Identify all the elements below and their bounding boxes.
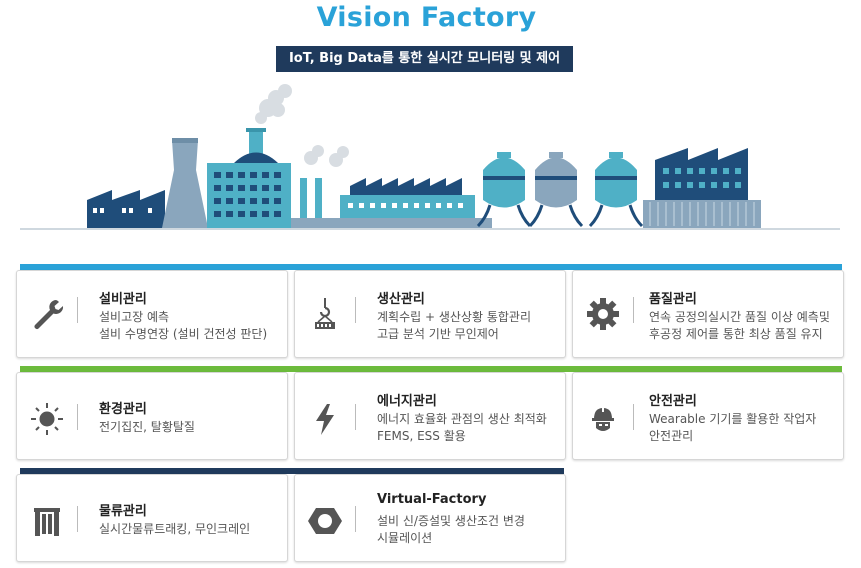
card-title: 안전관리: [649, 394, 697, 409]
card-title: 설비관리: [99, 292, 147, 307]
card-desc-line-2: FEMS, ESS 활용: [377, 429, 466, 443]
separator: [355, 506, 356, 532]
factory-illustration: [20, 84, 840, 230]
gate-icon: [29, 503, 65, 539]
card-desc-line-1: 실시간물류트래킹, 무인크레인: [99, 522, 251, 536]
card-desc-line-1: 설비 신/증설및 생산조건 변경: [377, 514, 525, 528]
safety-helmet-icon: [585, 401, 621, 437]
card-production-management[interactable]: 생산관리 계획수립 + 생산상황 통합관리 고급 분석 기반 무인제어: [294, 270, 566, 358]
card-title: 품질관리: [649, 292, 697, 307]
card-desc-line-1: 설비고장 예측: [99, 310, 170, 324]
card-safety-management[interactable]: 안전관리 Wearable 기기를 활용한 작업자 안전관리: [572, 372, 844, 460]
band-green: [20, 366, 842, 372]
band-navy: [20, 468, 564, 474]
wrench-icon: [29, 296, 65, 332]
separator: [77, 297, 78, 323]
card-logistics-management[interactable]: 물류관리 실시간물류트래킹, 무인크레인: [16, 474, 288, 562]
separator: [77, 506, 78, 532]
card-quality-management[interactable]: 품질관리 연속 공정의실시간 품질 이상 예측및 후공정 제어를 통한 최상 품…: [572, 270, 844, 358]
card-title: 생산관리: [377, 292, 425, 307]
card-desc-line-2: 안전관리: [649, 429, 694, 443]
card-title: Virtual-Factory: [377, 492, 487, 507]
card-title: 에너지관리: [377, 394, 437, 409]
card-equipment-management[interactable]: 설비관리 설비고장 예측 설비 수명연장 (설비 건전성 판단): [16, 270, 288, 358]
separator: [355, 404, 356, 430]
hex-nut-icon: [307, 503, 343, 539]
page-title: Vision Factory: [316, 2, 537, 33]
card-desc-line-1: 계획수립 + 생산상황 통합관리: [377, 310, 531, 324]
crane-hook-icon: [307, 296, 343, 332]
card-desc-line-2: 고급 분석 기반 무인제어: [377, 327, 499, 341]
card-desc-line-2: 시뮬레이션: [377, 531, 433, 545]
separator: [633, 297, 634, 323]
page-subtitle: IoT, Big Data를 통한 실시간 모니터링 및 제어: [276, 46, 573, 72]
card-title: 환경관리: [99, 402, 147, 417]
card-virtual-factory[interactable]: Virtual-Factory 설비 신/증설및 생산조건 변경 시뮬레이션: [294, 474, 566, 562]
card-environment-management[interactable]: 환경관리 전기집진, 탈황탈질: [16, 372, 288, 460]
card-desc-line-1: 에너지 효율화 관점의 생산 최적화: [377, 412, 547, 426]
card-desc-line-1: 전기집진, 탈황탈질: [99, 420, 195, 434]
card-desc-line-2: 후공정 제어를 통한 최상 품질 유지: [649, 327, 823, 341]
lightning-icon: [307, 401, 343, 437]
card-energy-management[interactable]: 에너지관리 에너지 효율화 관점의 생산 최적화 FEMS, ESS 활용: [294, 372, 566, 460]
sun-icon: [29, 401, 65, 437]
card-desc-line-1: 연속 공정의실시간 품질 이상 예측및: [649, 310, 830, 324]
separator: [77, 404, 78, 430]
separator: [355, 297, 356, 323]
band-blue: [20, 264, 842, 270]
card-title: 물류관리: [99, 504, 147, 519]
card-desc-line-1: Wearable 기기를 활용한 작업자: [649, 412, 817, 426]
gear-icon: [585, 296, 621, 332]
card-desc-line-2: 설비 수명연장 (설비 건전성 판단): [99, 327, 268, 341]
separator: [633, 404, 634, 430]
